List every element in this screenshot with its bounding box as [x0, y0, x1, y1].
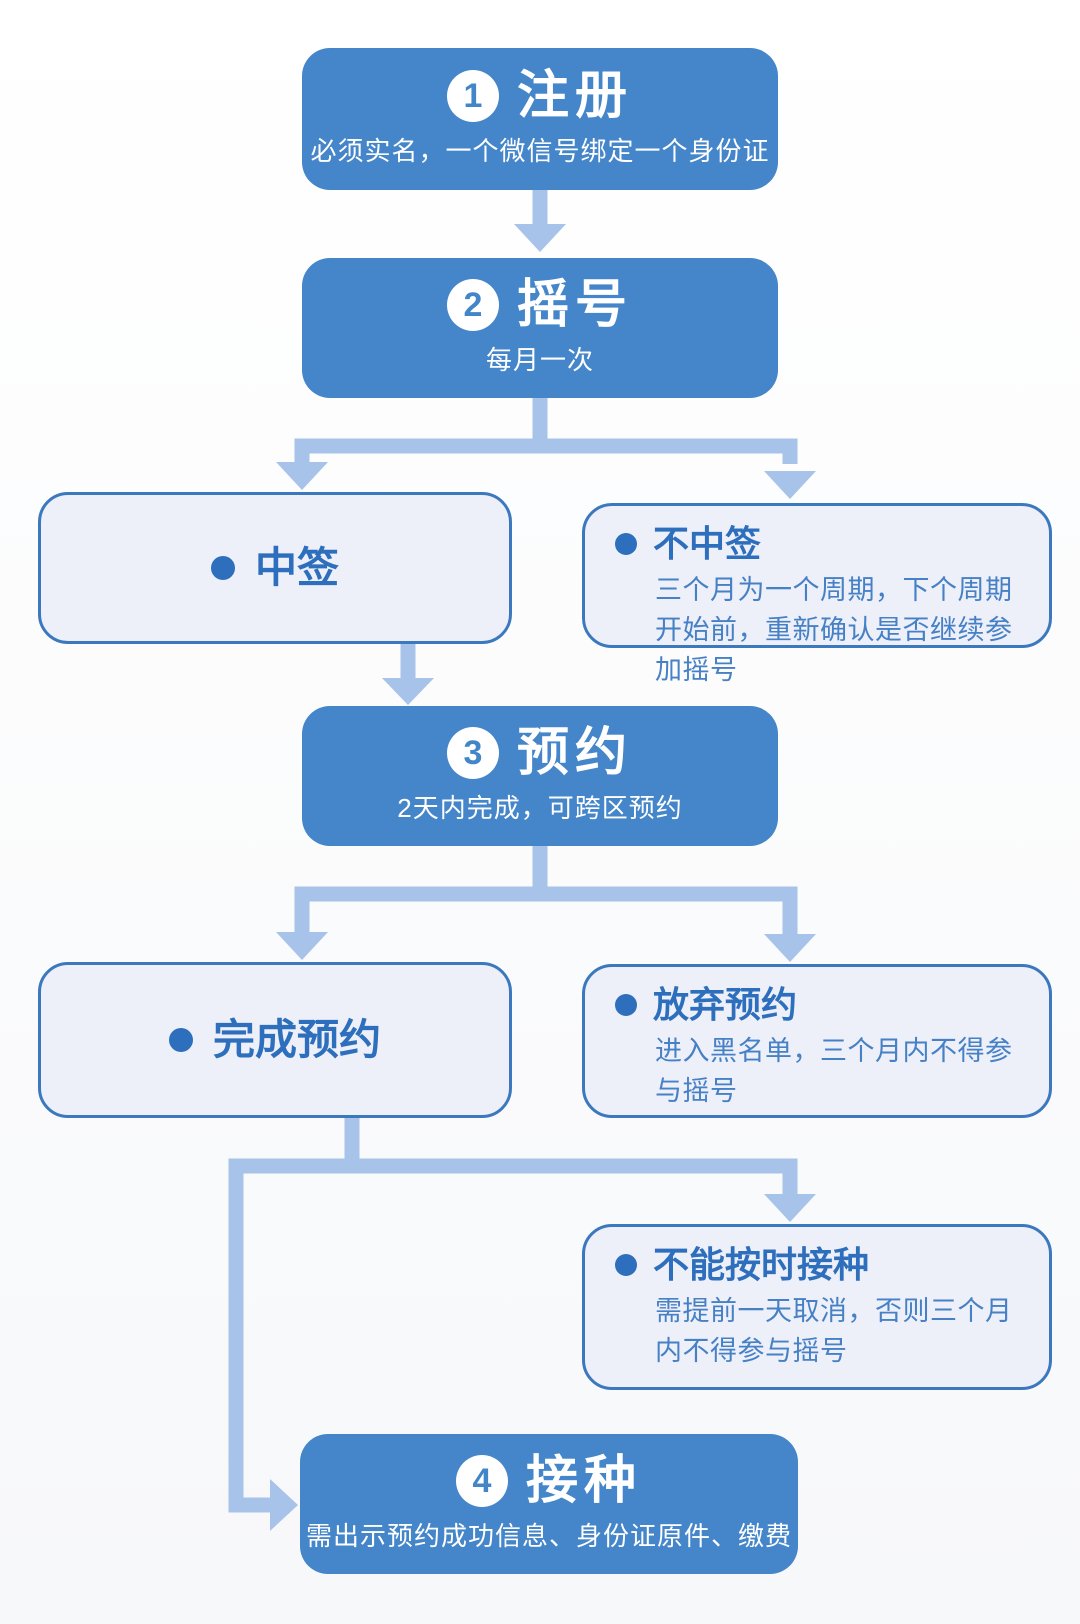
step-title-row: 4 接种	[455, 1452, 642, 1511]
bullet-dot-icon	[615, 1254, 637, 1276]
step-subtitle: 需出示预约成功信息、身份证原件、缴费	[305, 1521, 792, 1552]
step-title-row: 3 预约	[446, 724, 633, 783]
step-title: 摇号	[516, 276, 633, 335]
outcome-note: 需提前一天取消，否则三个月内不得参与摇号	[655, 1296, 1013, 1366]
bullet-dot-icon	[168, 1028, 193, 1052]
step-number-badge: 3	[446, 727, 499, 780]
bullet-dot-icon	[210, 556, 235, 580]
outcome-box-appointment-complete: 完成预约	[38, 962, 512, 1118]
step-title: 注册	[516, 67, 633, 126]
outcome-label: 中签	[254, 544, 339, 591]
step-subtitle: 每月一次	[485, 345, 594, 376]
step-number-badge: 4	[455, 1455, 508, 1508]
outcome-label: 完成预约	[212, 1016, 381, 1063]
outcome-label: 不能按时接种	[653, 1244, 870, 1285]
step-subtitle: 必须实名，一个微信号绑定一个身份证	[310, 136, 770, 167]
connector-register-to-lottery-arrow	[514, 190, 566, 252]
step-title: 接种	[525, 1452, 642, 1511]
connector-win-to-appointment-arrow	[382, 644, 434, 705]
step-box-vaccinate: 4 接种 需出示预约成功信息、身份证原件、缴费	[300, 1434, 798, 1574]
step-box-register: 1 注册 必须实名，一个微信号绑定一个身份证	[302, 48, 778, 190]
outcome-heading-row: 放弃预约	[615, 987, 1031, 1023]
outcome-heading-row: 中签	[210, 544, 339, 591]
step-number-badge: 2	[446, 279, 499, 332]
outcome-box-win-lottery: 中签	[38, 492, 512, 644]
connector-complete-branch-arrows	[228, 1118, 816, 1531]
outcome-label: 放弃预约	[653, 984, 798, 1025]
outcome-heading-row: 完成预约	[168, 1016, 381, 1063]
step-title: 预约	[516, 724, 633, 783]
outcome-label: 不中签	[653, 523, 762, 564]
bullet-dot-icon	[615, 994, 637, 1016]
step-box-appointment: 3 预约 2天内完成，可跨区预约	[302, 706, 778, 846]
outcome-heading-row: 不中签	[615, 526, 1031, 562]
outcome-box-appointment-abandon: 放弃预约 进入黑名单，三个月内不得参与摇号	[582, 964, 1052, 1118]
step-subtitle: 2天内完成，可跨区预约	[397, 793, 683, 824]
outcome-note: 三个月为一个周期，下个周期开始前，重新确认是否继续参加摇号	[655, 575, 1013, 685]
step-box-lottery: 2 摇号 每月一次	[302, 258, 778, 398]
step-title-row: 1 注册	[446, 67, 633, 126]
outcome-box-cannot-vaccinate-on-time: 不能按时接种 需提前一天取消，否则三个月内不得参与摇号	[582, 1224, 1052, 1390]
step-title-row: 2 摇号	[446, 276, 633, 335]
outcome-heading-row: 不能按时接种	[615, 1247, 1031, 1283]
step-number-badge: 1	[446, 70, 499, 123]
bullet-dot-icon	[615, 533, 637, 555]
outcome-box-lose-lottery: 不中签 三个月为一个周期，下个周期开始前，重新确认是否继续参加摇号	[582, 503, 1052, 685]
outcome-note: 进入黑名单，三个月内不得参与摇号	[655, 1036, 1013, 1106]
connector-appointment-branch-arrows	[276, 846, 816, 962]
connector-lottery-branch-arrows	[276, 398, 816, 499]
